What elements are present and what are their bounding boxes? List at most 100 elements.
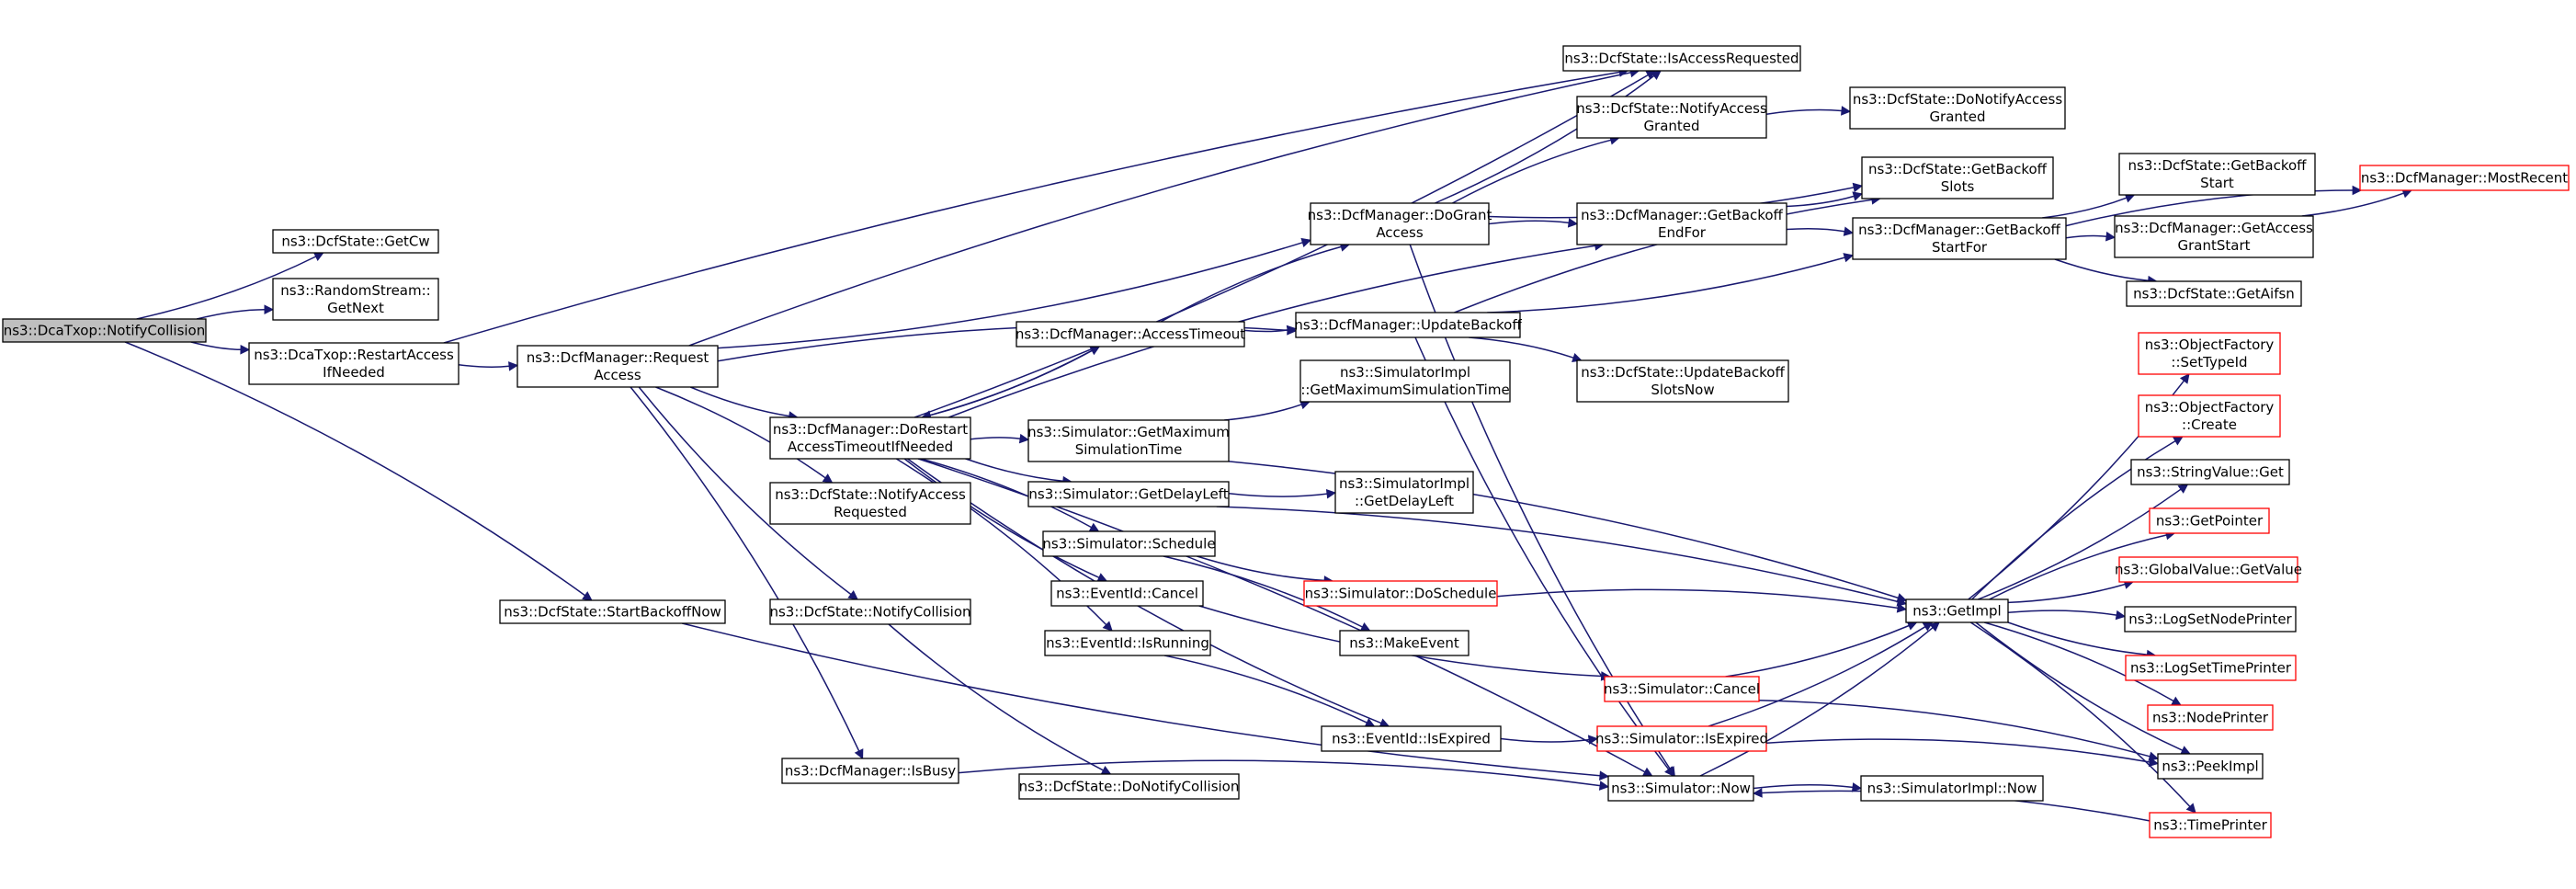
node-box [1860, 775, 2044, 802]
node-label: ns3::RandomStream:: [280, 282, 430, 299]
node-dcfmanager-accesstimeout[interactable]: ns3::DcfManager::AccessTimeout [1016, 321, 1245, 348]
call-edge-n5-n10 [690, 386, 799, 421]
node-label: ns3::Simulator::GetMaximum [1027, 424, 1230, 440]
call-edge-n5-n8 [717, 237, 1312, 349]
call-edge-n14-n17 [1765, 106, 1852, 116]
node-label: ns3::Simulator::Cancel [1604, 681, 1760, 698]
node-simulatorimpl-now[interactable]: ns3::SimulatorImpl::Now [1860, 775, 2044, 802]
node-dcfmanager-updatebackoff[interactable]: ns3::DcfManager::UpdateBackoff [1294, 312, 1522, 338]
node-simulator-now[interactable]: ns3::Simulator::Now [1607, 775, 1754, 802]
call-edge-n10-n7 [914, 70, 1657, 418]
node-box [2138, 332, 2281, 375]
node-label: AccessTimeoutIfNeeded [788, 439, 953, 455]
node-box [2124, 606, 2297, 633]
node-label: Access [1376, 224, 1424, 241]
arrowhead-icon [1929, 621, 1940, 633]
arrowhead-icon [1841, 106, 1852, 116]
node-dcfstate-startbackoffnow[interactable]: ns3::DcfState::StartBackoffNow [499, 599, 726, 624]
arrowhead-icon [1752, 788, 1763, 798]
node-box [516, 345, 719, 388]
node-dcfmanager-mostrecent[interactable]: ns3::DcfManager::MostRecent [2359, 165, 2570, 191]
node-getpointer[interactable]: ns3::GetPointer [2149, 507, 2270, 534]
arrowhead-icon [2185, 803, 2196, 814]
node-dcfstate-getcw[interactable]: ns3::DcfState::GetCw [272, 229, 439, 254]
node-simulator-cancel[interactable]: ns3::Simulator::Cancel [1604, 676, 1760, 702]
node-logsettimeprinter[interactable]: ns3::LogSetTimePrinter [2125, 655, 2297, 681]
edge-line [965, 458, 1063, 482]
call-edge-n24-n9 [1243, 325, 1298, 336]
node-simulatorimpl-getmaximumsimulationtime[interactable]: ns3::SimulatorImpl::GetMaximumSimulation… [1299, 359, 1511, 403]
node-stringvalue-get[interactable]: ns3::StringValue::Get [2130, 459, 2290, 485]
node-getimpl[interactable]: ns3::GetImpl [1905, 598, 2009, 623]
node-box [1018, 773, 1240, 800]
node-label: ns3::LogSetNodePrinter [2128, 611, 2292, 628]
node-globalvalue-getvalue[interactable]: ns3::GlobalValue::GetValue [2115, 556, 2302, 583]
node-makeevent[interactable]: ns3::MakeEvent [1339, 630, 1470, 656]
node-randomstream-getnext[interactable]: ns3::RandomStream::GetNext [272, 278, 439, 321]
node-objectfactory-settypeid[interactable]: ns3::ObjectFactory::SetTypeId [2138, 332, 2281, 375]
arrowhead-icon [1286, 325, 1298, 336]
arrowhead-icon [1641, 767, 1653, 777]
node-eventid-isrunning[interactable]: ns3::EventId::IsRunning [1044, 630, 1211, 656]
arrowhead-icon [1300, 237, 1312, 248]
edge-line [1224, 404, 1302, 421]
node-nodeprinter[interactable]: ns3::NodePrinter [2147, 704, 2274, 731]
node-label: ns3::SimulatorImpl [1339, 475, 1470, 492]
node-simulator-getdelayleft[interactable]: ns3::Simulator::GetDelayLeft [1027, 481, 1230, 507]
node-label: ns3::Simulator::GetDelayLeft [1028, 486, 1228, 503]
node-dcfstate-donotifycollision[interactable]: ns3::DcfState::DoNotifyCollision [1018, 773, 1240, 800]
arrowhead-icon [1896, 597, 1908, 607]
node-dcfstate-getaifsn[interactable]: ns3::DcfState::GetAifsn [2126, 280, 2302, 307]
edge-line [958, 759, 1601, 787]
node-label: ns3::DcfState::IsAccessRequested [1564, 51, 1799, 67]
edge-line [682, 622, 1601, 777]
node-label: StartFor [1932, 239, 1988, 256]
node-peekimpl[interactable]: ns3::PeekImpl [2157, 753, 2264, 780]
node-label: ns3::NodePrinter [2152, 710, 2269, 726]
node-label: ns3::DcfManager::GetAccess [2115, 220, 2313, 236]
node-dcfmanager-isbusy[interactable]: ns3::DcfManager::IsBusy [781, 758, 959, 784]
node-dcfstate-isaccessrequested[interactable]: ns3::DcfState::IsAccessRequested [1562, 45, 1801, 72]
node-box [1295, 312, 1521, 338]
node-logsetnodeprinter[interactable]: ns3::LogSetNodePrinter [2124, 606, 2297, 633]
edge-line [458, 363, 510, 369]
node-box [1339, 630, 1470, 656]
edge-line [1699, 627, 1934, 777]
node-box [2138, 394, 2281, 438]
node-eventid-isexpired[interactable]: ns3::EventId::IsExpired [1321, 725, 1502, 752]
call-edge-n32-n45 [2007, 610, 2127, 621]
node-box [2114, 215, 2314, 258]
node-label: EndFor [1658, 224, 1707, 241]
node-simulator-getmaximumsimulationtime[interactable]: ns3::Simulator::GetMaximumSimulationTime [1027, 419, 1230, 462]
edge-line [2301, 192, 2404, 217]
node-box [2157, 753, 2264, 780]
node-box [1607, 775, 1754, 802]
node-box [2118, 556, 2298, 583]
node-simulator-isexpired[interactable]: ns3::Simulator::IsExpired [1595, 725, 1768, 752]
edge-line [443, 71, 1620, 344]
node-timeprinter[interactable]: ns3::TimePrinter [2149, 812, 2272, 838]
node-label: ns3::DcfManager::GetBackoff [1581, 207, 1783, 223]
call-edge-n20-n22 [2301, 188, 2413, 217]
edge-line [1487, 256, 1845, 313]
node-simulator-doschedule[interactable]: ns3::Simulator::DoSchedule [1303, 580, 1498, 607]
node-dcfstate-notifycollision[interactable]: ns3::DcfState::NotifyCollision [769, 598, 971, 625]
node-objectfactory-create[interactable]: ns3::ObjectFactory::Create [2138, 394, 2281, 438]
node-simulator-schedule[interactable]: ns3::Simulator::Schedule [1042, 530, 1216, 557]
node-eventid-cancel[interactable]: ns3::EventId::Cancel [1050, 580, 1204, 607]
node-simulatorimpl-getdelayleft[interactable]: ns3::SimulatorImpl::GetDelayLeft [1334, 471, 1474, 514]
node-dcfmanager-dorestartaccesstimeoutifneeded[interactable]: ns3::DcfManager::DoRestartAccessTimeoutI… [769, 416, 971, 460]
node-label: ::SetTypeId [2171, 354, 2247, 370]
